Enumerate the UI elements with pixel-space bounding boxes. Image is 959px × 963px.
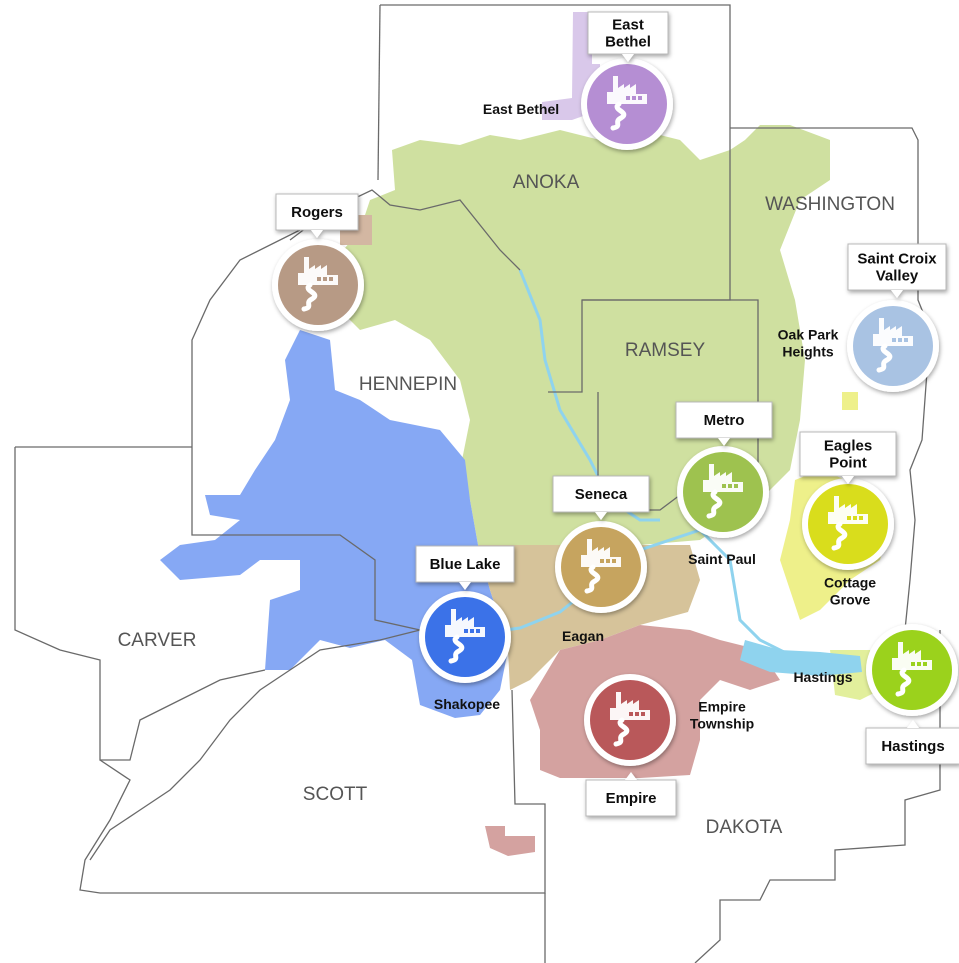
mississippi-river bbox=[518, 269, 660, 522]
ramsey-label: RAMSEY bbox=[625, 340, 706, 361]
washington-label: WASHINGTON bbox=[765, 194, 895, 215]
seneca-city-label: Eagan bbox=[562, 628, 604, 644]
rogers-callout-label: Rogers bbox=[291, 204, 343, 221]
anoka-west-boundary bbox=[377, 4, 381, 181]
hennepin-label: HENNEPIN bbox=[359, 374, 457, 395]
hastings-plant-icon[interactable] bbox=[866, 624, 958, 716]
metro-callout-label: Metro bbox=[704, 412, 745, 429]
eagles-point-city-label: Cottage bbox=[824, 575, 876, 591]
rivers bbox=[419, 269, 862, 676]
empire-callout-label: Empire bbox=[606, 790, 657, 807]
empire-plant-icon[interactable] bbox=[584, 674, 676, 766]
seneca-callout: Seneca bbox=[552, 475, 650, 520]
east-bethel-callout-label: East bbox=[612, 17, 644, 34]
eagles-point-callout-label: Point bbox=[829, 455, 867, 472]
county-labels: ANOKA WASHINGTON RAMSEY HENNEPIN CARVER … bbox=[118, 172, 895, 838]
eagles-point-city-label: Grove bbox=[830, 592, 871, 608]
empire-outlier-area bbox=[485, 826, 535, 856]
anoka-label: ANOKA bbox=[513, 172, 580, 193]
empire-city-label: Township bbox=[690, 716, 754, 732]
blue-lake-callout-label: Blue Lake bbox=[430, 556, 501, 573]
dakota-label: DAKOTA bbox=[706, 817, 783, 838]
blue-lake-callout: Blue Lake bbox=[415, 545, 515, 590]
hennepin-boundary bbox=[191, 229, 421, 631]
scott-label: SCOTT bbox=[303, 784, 368, 805]
river-lake-hastings bbox=[740, 640, 862, 676]
metro-city-label: Saint Paul bbox=[688, 551, 756, 567]
hastings-city-label: Hastings bbox=[793, 669, 852, 685]
seneca-plant-icon[interactable] bbox=[555, 521, 647, 613]
saint-croix-valley-service-area bbox=[842, 392, 858, 410]
service-areas bbox=[160, 12, 890, 856]
eagles-point-plant-icon[interactable] bbox=[802, 478, 894, 570]
carver-south-boundary bbox=[79, 689, 546, 894]
hastings-callout: Hastings bbox=[865, 720, 959, 765]
metro-plant-icon[interactable] bbox=[677, 446, 769, 538]
carver-boundary bbox=[14, 446, 266, 761]
seneca-callout-label: Seneca bbox=[575, 486, 628, 503]
blue-lake-city-label: Shakopee bbox=[434, 696, 500, 712]
east-bethel-callout-label: Bethel bbox=[605, 34, 651, 51]
saint-croix-valley-plant-icon[interactable] bbox=[847, 300, 939, 392]
minnesota-river bbox=[419, 528, 850, 662]
plant-rogers[interactable]: Rogers bbox=[272, 193, 364, 331]
east-bethel-plant-icon[interactable] bbox=[581, 58, 673, 150]
east-bethel-city-label: East Bethel bbox=[483, 101, 559, 117]
blue-lake-plant-icon[interactable] bbox=[419, 591, 511, 683]
carver-label: CARVER bbox=[118, 630, 197, 651]
rogers-callout: Rogers bbox=[275, 193, 359, 238]
metro-callout: Metro bbox=[675, 401, 773, 446]
empire-city-label: Empire bbox=[698, 699, 746, 715]
metro-green-service-area bbox=[330, 125, 830, 545]
dakota-boundary bbox=[544, 630, 941, 963]
saint-croix-valley-callout-label: Valley bbox=[876, 268, 919, 285]
eagles-point-callout-label: Eagles bbox=[824, 438, 872, 455]
saint-croix-valley-city-label: Oak Park bbox=[778, 327, 839, 343]
scott-river-boundary bbox=[89, 629, 421, 861]
saint-croix-valley-callout-label: Saint Croix bbox=[857, 251, 937, 268]
hastings-callout-label: Hastings bbox=[881, 738, 944, 755]
empire-callout: Empire bbox=[585, 772, 677, 817]
saint-croix-valley-city-label: Heights bbox=[782, 344, 834, 360]
washington-boundary bbox=[730, 127, 931, 631]
rogers-plant-icon[interactable] bbox=[272, 239, 364, 331]
blue-lake-service-area bbox=[160, 330, 508, 718]
